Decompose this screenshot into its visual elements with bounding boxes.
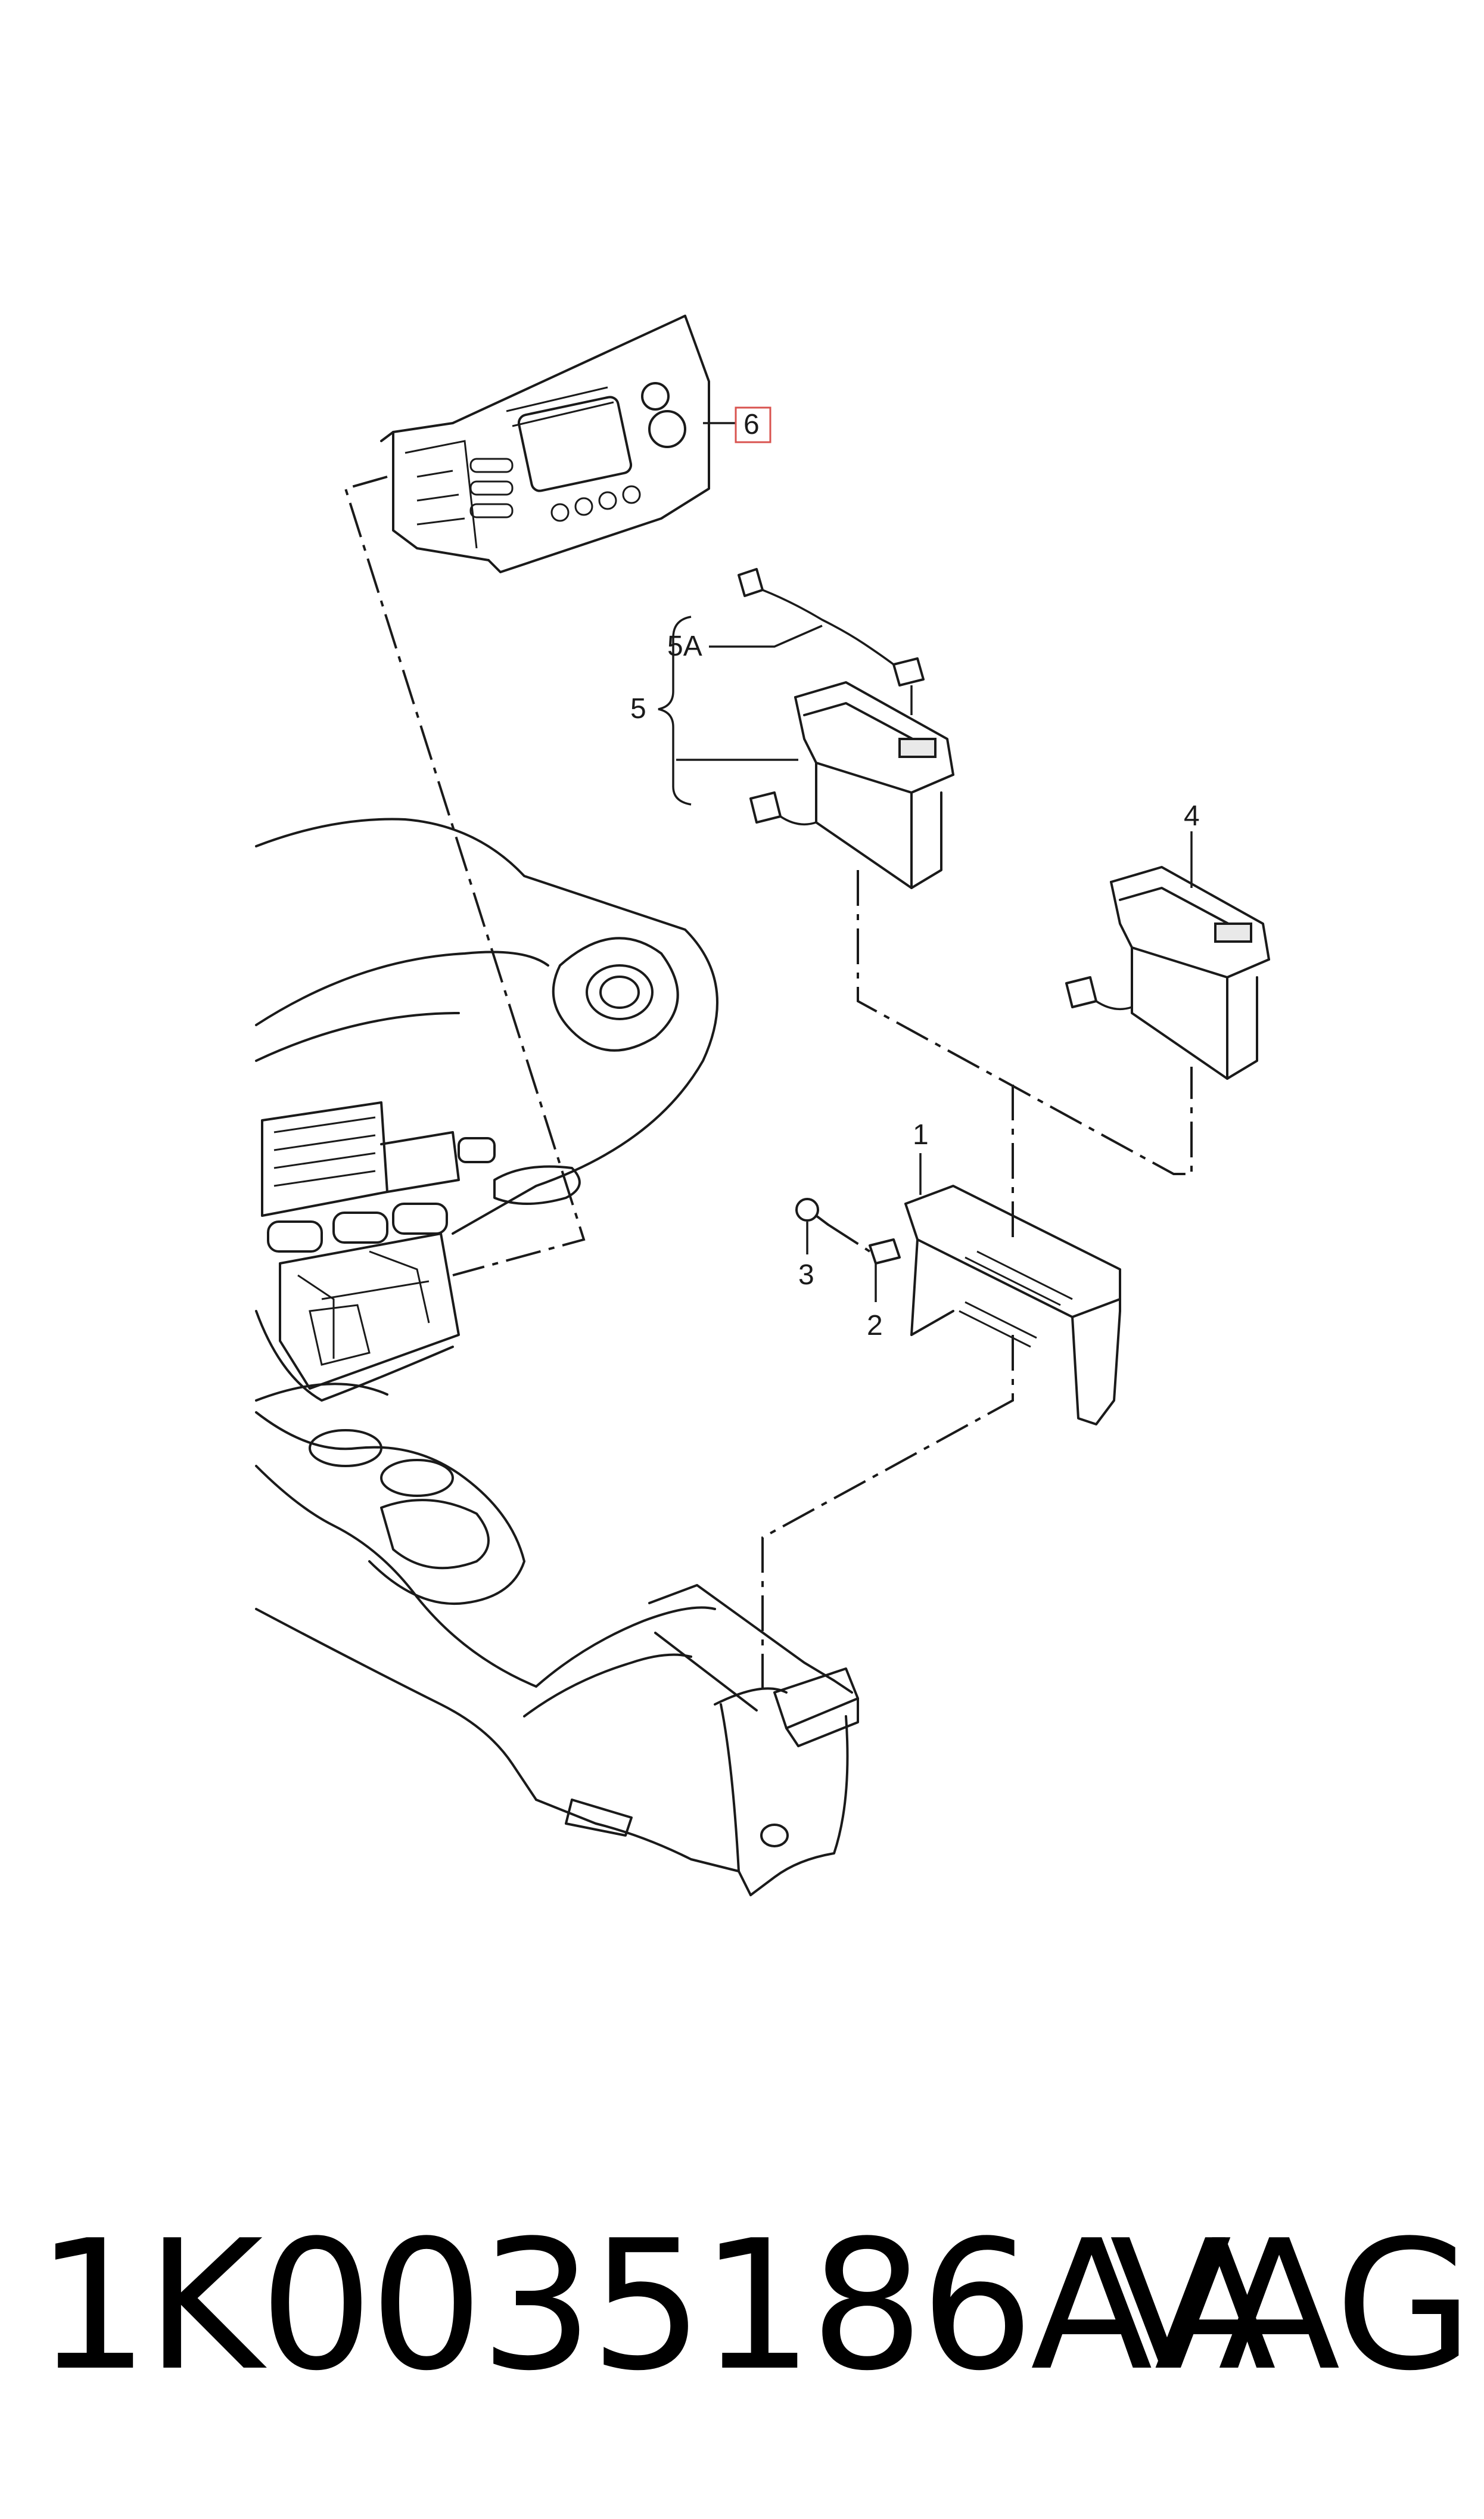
holder-4: [1065, 866, 1270, 1080]
callout-labels: 6 5A 5 4 1 3 2: [630, 406, 1200, 1341]
callout-4: 4: [1184, 800, 1200, 832]
callout-5a: 5A: [667, 630, 702, 662]
brand-caption: VAG: [1109, 2202, 1473, 2410]
clip-2: [869, 1238, 901, 1265]
callout-leaders: [676, 422, 1193, 1302]
assembly-lines: [344, 476, 1193, 1692]
item-6-highlight-box: [735, 406, 771, 443]
centre-console: [255, 1411, 859, 1896]
radio-unit: [380, 315, 710, 573]
screw-3: [795, 1198, 829, 1226]
holder-5: [658, 568, 954, 889]
mounting-frame-1: [904, 1185, 1121, 1425]
part-number-caption: 1K0035186AA: [36, 2202, 1276, 2410]
callout-6: 6: [743, 409, 760, 440]
dashboard-assembly: [255, 818, 718, 1402]
callout-3: 3: [798, 1259, 814, 1291]
callout-2: 2: [867, 1310, 883, 1341]
callout-5: 5: [630, 693, 646, 725]
exploded-parts-diagram: 6 5A 5 4 1 3 2: [255, 315, 1270, 1896]
callout-1: 1: [913, 1119, 929, 1151]
